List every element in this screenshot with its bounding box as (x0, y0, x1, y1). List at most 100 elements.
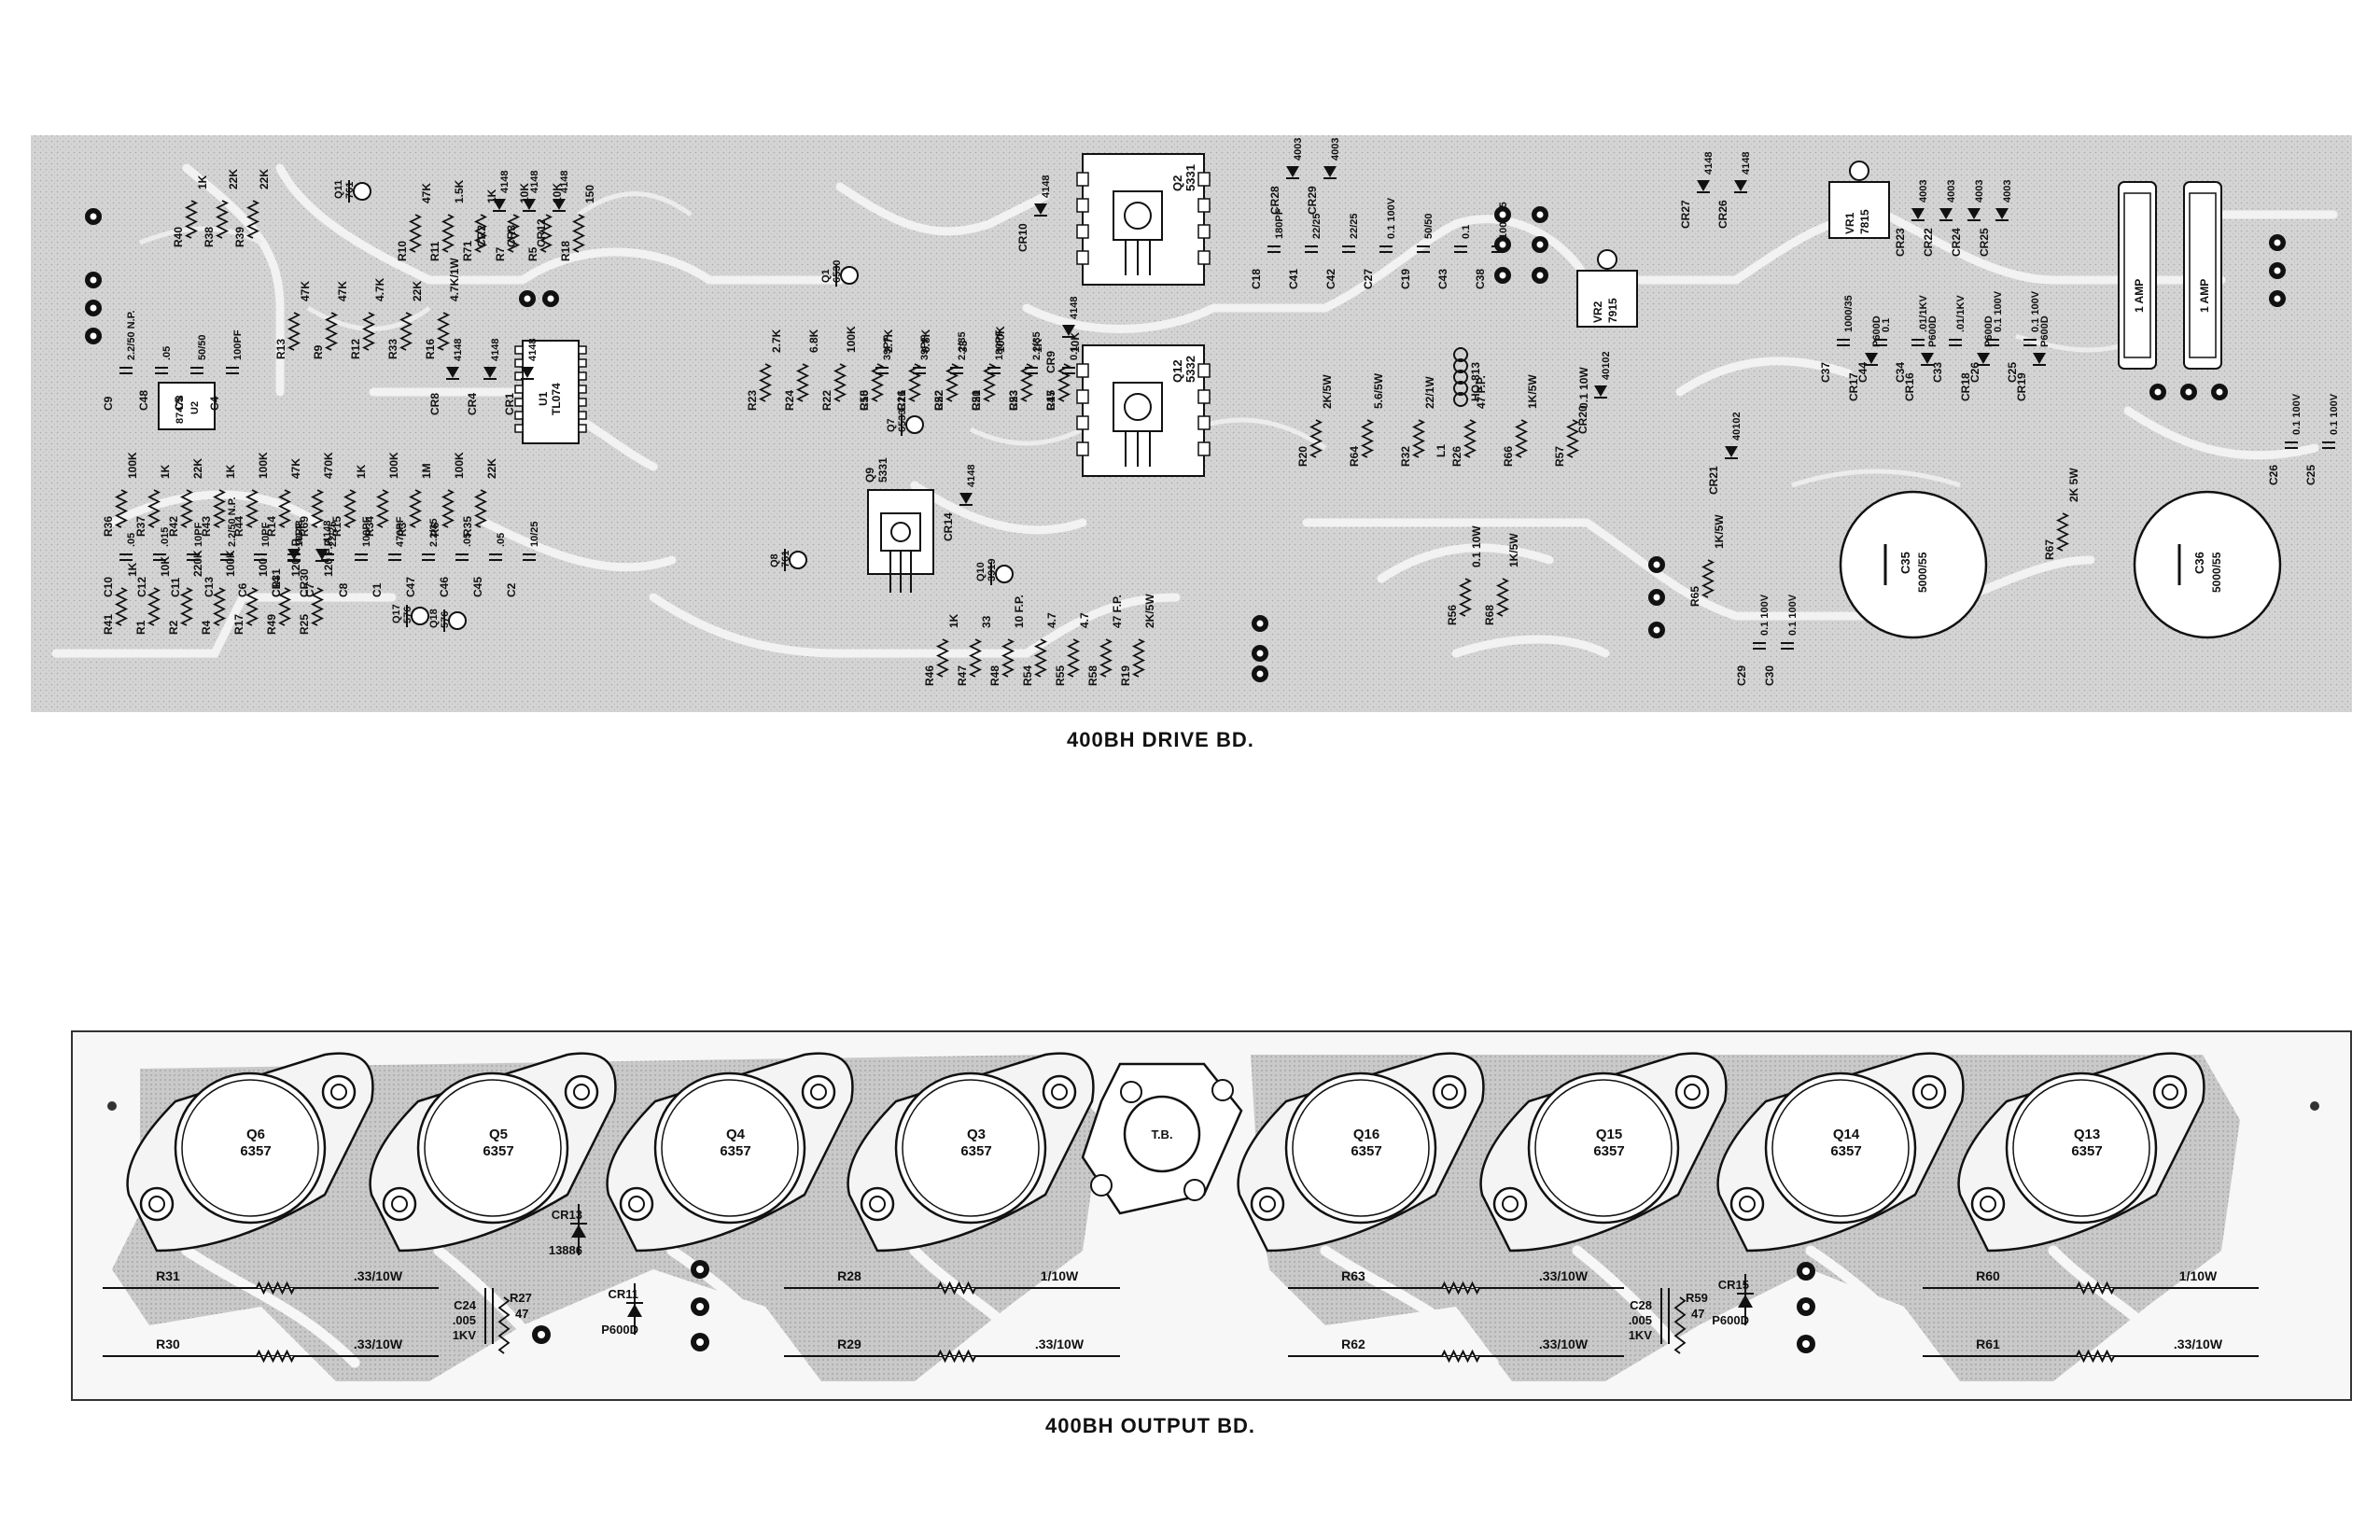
capacitor: C46.05 (438, 533, 473, 597)
diode-ref: CR17 (1847, 372, 1860, 401)
resistor-value: 1K/5W (1713, 514, 1726, 549)
mounting-screw (1042, 1074, 1077, 1110)
fuse: 1 AMP (2183, 181, 2222, 370)
capacitor-value: 10/25 (529, 521, 540, 547)
transistor-part: 6357 (720, 1143, 750, 1159)
resistor-symbol (147, 489, 161, 528)
capacitor-ref: C18 (1250, 269, 1263, 289)
resistor-ref: R31 (156, 1268, 180, 1283)
transistor-ref: Q12 (1170, 359, 1184, 383)
resistor-value: 4.7K (373, 277, 386, 301)
heatsink-fin (1076, 389, 1089, 404)
pad-hole (90, 332, 97, 340)
transistor-part: 6357 (1351, 1143, 1381, 1159)
transistor-ref: Q10 (975, 562, 987, 581)
transistor-part: 3919 (987, 559, 998, 581)
fuse-holder (2118, 181, 2157, 370)
capacitor-value: 0.1 100V (1787, 594, 1799, 636)
diode-ref: CR1 (503, 393, 516, 415)
diode-ref: CR27 (1679, 200, 1692, 229)
diode-value: P600D (1871, 315, 1883, 347)
resistor-symbol (343, 489, 357, 528)
diode-symbol (1062, 325, 1075, 336)
resistor-symbol (1309, 419, 1323, 458)
capacitor-ref: C47 (404, 577, 417, 597)
resistor-symbol (1001, 638, 1015, 678)
resistor-ref: R4 (200, 620, 213, 635)
resistor-ref: R1 (134, 620, 147, 635)
resistor-value: 22K (411, 281, 424, 301)
diode-symbol (1034, 203, 1047, 215)
resistor-symbol (245, 489, 259, 528)
ic-pin (514, 358, 524, 368)
diode-ref: CR22 (1922, 228, 1935, 257)
resistor-ref: R26 (1450, 446, 1463, 467)
diode-value: 4148 (1041, 175, 1052, 198)
fuse-rating: 1 AMP (2198, 279, 2211, 313)
resistor-symbol (245, 200, 260, 239)
capacitor-value: 100PF (232, 329, 244, 360)
resistor-ref: R2 (167, 620, 180, 635)
resistor-symbol (375, 489, 390, 528)
screw-hole (869, 1196, 886, 1212)
transistor-ref: Q14 (1833, 1127, 1860, 1142)
resistor-symbol (256, 1281, 295, 1295)
diode-symbol (1911, 208, 1925, 219)
resistor-value: 0.1 10W (1470, 525, 1483, 567)
diode-ref: CR21 (1707, 466, 1720, 495)
capacitor-value: 100PF (361, 516, 372, 547)
heatsink-fin (1197, 172, 1211, 187)
pad-hole (696, 1266, 704, 1273)
resistor-value: .33/10W (354, 1268, 403, 1283)
transistor-ref: Q16 (1353, 1127, 1379, 1142)
heatsink-fin (1197, 224, 1211, 239)
capacitor-value: 0.1 100V (1386, 197, 1397, 239)
to3-can (416, 1071, 569, 1225)
resistor-value: .33/10W (1539, 1337, 1589, 1351)
screw-hole (1441, 1084, 1458, 1100)
resistor-ref: R17 (232, 614, 245, 635)
diode-ref: CR11 (608, 1287, 638, 1301)
tb-label: T.B. (1151, 1127, 1172, 1141)
ic-pin (514, 345, 524, 355)
transistor-ref: Q1 (820, 269, 832, 283)
resistor-ref: R53 (1007, 390, 1020, 411)
resistor-ref: R66 (1502, 446, 1515, 467)
heatsink-fin (1076, 224, 1089, 239)
regulator-ref: VR1 (1843, 212, 1856, 234)
pad-hole (1536, 272, 1544, 279)
capacitor-value: 10PF (260, 522, 272, 547)
heatsink-fin (1076, 172, 1089, 187)
mounting-screw (382, 1186, 417, 1222)
transistor-body (905, 415, 924, 434)
resistor-value: 1M (420, 463, 433, 479)
resistor-ref: R20 (1296, 446, 1309, 467)
transistor-ref: Q18 (428, 609, 440, 628)
diode-value: 13886 (549, 1243, 582, 1257)
tb-disc (1123, 1095, 1201, 1173)
screw-hole (1921, 1084, 1938, 1100)
fuse-rating: 1 AMP (2133, 279, 2146, 313)
resistor-value: 1K (196, 175, 209, 189)
